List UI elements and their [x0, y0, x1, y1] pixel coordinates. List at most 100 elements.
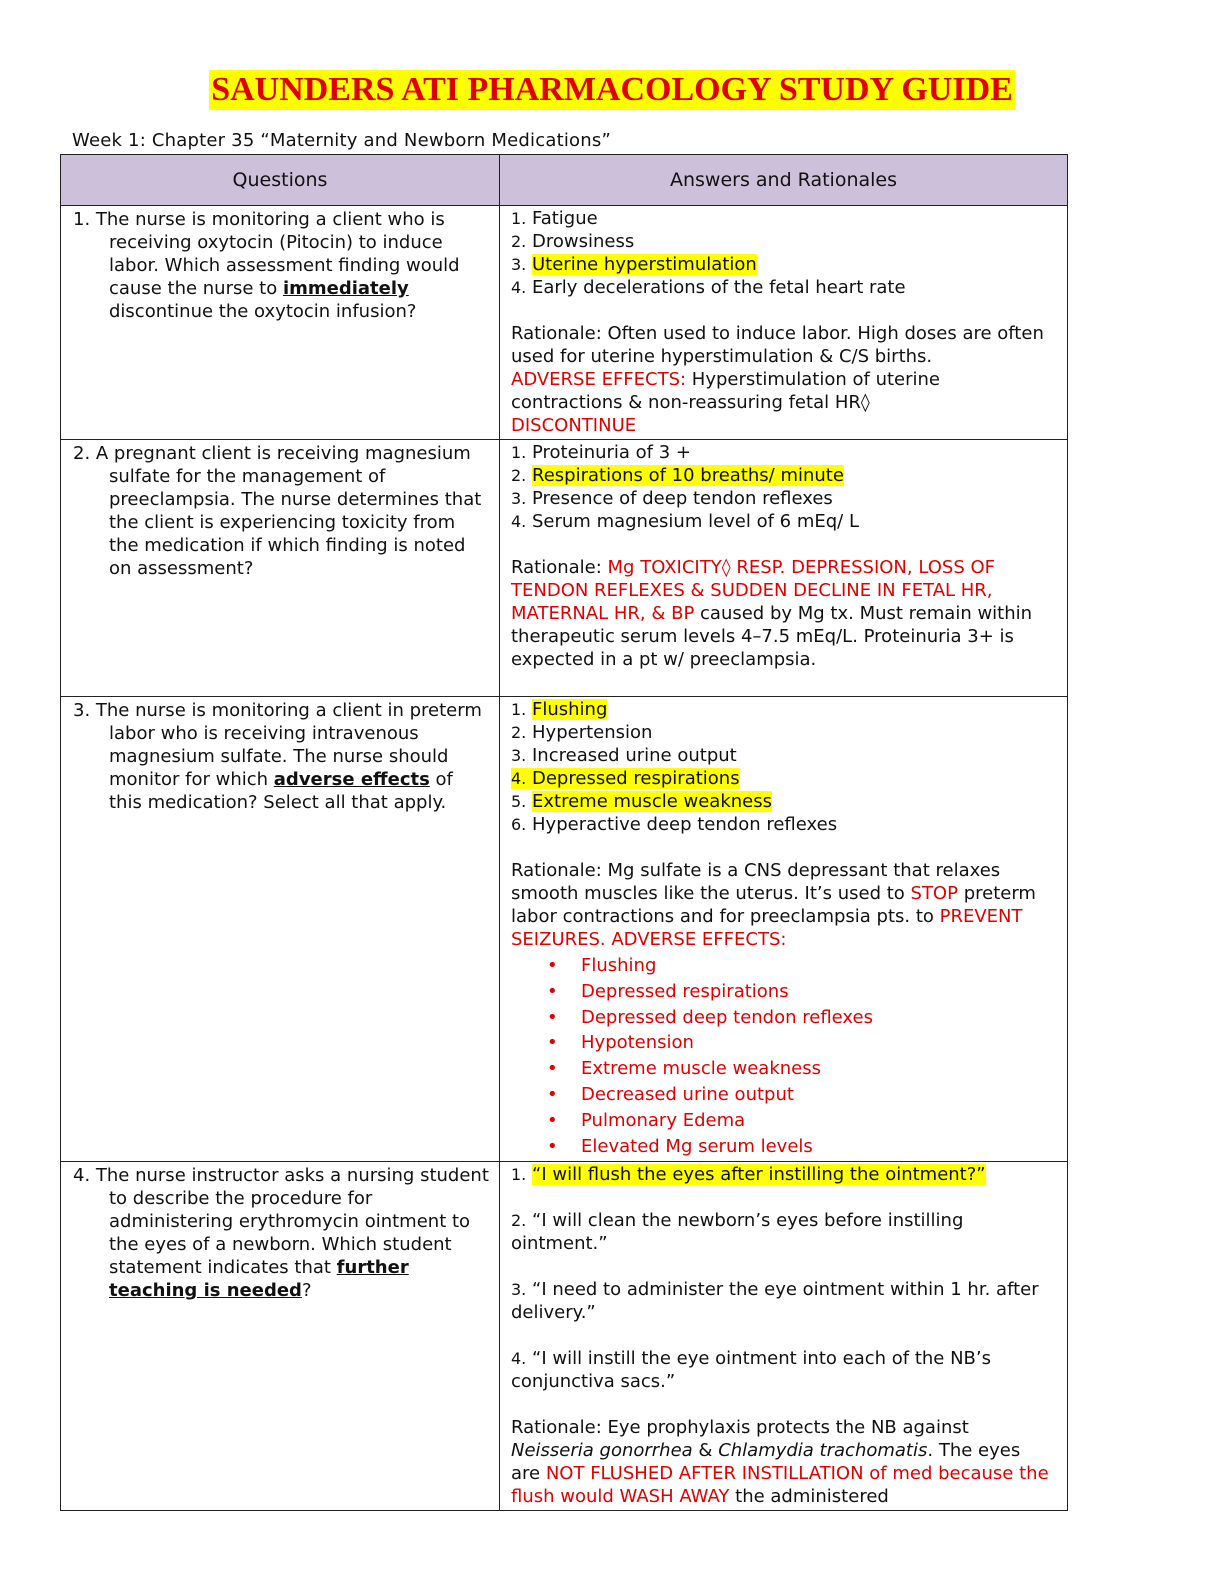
answer-option: 2. Drowsiness — [511, 231, 635, 252]
rationale-text: the administered — [729, 1486, 889, 1508]
answer-option: 6. Hyperactive deep tendon reflexes — [511, 814, 838, 835]
answer-option: 4. “I will instill the eye ointment into… — [511, 1348, 992, 1393]
list-item-text: Pulmonary Edema — [581, 1109, 746, 1131]
organism-name: Neisseria gonorrhea — [511, 1440, 693, 1462]
questions-header: Questions — [60, 154, 500, 206]
answer-option: 3. “I need to administer the eye ointmen… — [511, 1279, 1039, 1324]
option-text: Serum magnesium level of 6 mEq/ L — [532, 511, 859, 532]
title-wrap: SAUNDERS ATI PHARMACOLOGY STUDY GUIDE — [0, 70, 1224, 110]
answer-cell: 1. “I will flush the eyes after instilli… — [499, 1161, 1068, 1512]
answer-option-correct: 5. Extreme muscle weakness — [511, 791, 772, 812]
option-text: Increased urine output — [532, 745, 737, 766]
week-heading: Week 1: Chapter 35 “Maternity and Newbor… — [72, 130, 611, 151]
table-row: 2. A pregnant client is receiving magnes… — [60, 439, 1068, 697]
adverse-effects-label: ADVERSE EFFECTS: — [511, 369, 687, 390]
option-text: Presence of deep tendon reflexes — [532, 488, 833, 509]
option-text: Proteinuria of 3 + — [532, 442, 691, 463]
answer-option: 3. Presence of deep tendon reflexes — [511, 488, 833, 509]
list-item: •Decreased urine output — [547, 1083, 794, 1105]
rationale-text: Rationale: Often used to induce labor. H… — [511, 323, 1044, 367]
answer-option: 4. Early decelerations of the fetal hear… — [511, 277, 906, 298]
list-item-text: Hypotension — [581, 1032, 694, 1054]
list-item-text: Extreme muscle weakness — [581, 1058, 821, 1080]
option-text: Hyperactive deep tendon reflexes — [532, 814, 838, 835]
header-row: Questions Answers and Rationales — [60, 154, 1068, 206]
answer-option-correct: 2. Respirations of 10 breaths/ minute — [511, 465, 844, 486]
study-table: Questions Answers and Rationales 1. The … — [60, 154, 1068, 1512]
answer-cell: 1. Fatigue 2. Drowsiness 3. Uterine hype… — [499, 205, 1068, 440]
question-text: 4. The nurse instructor asks a nursing s… — [73, 1164, 489, 1302]
question-text-part: 3. The nurse is monitoring a client in p… — [73, 700, 482, 790]
table-row: 1. The nurse is monitoring a client who … — [60, 205, 1068, 440]
answer-option: 4. Serum magnesium level of 6 mEq/ L — [511, 511, 859, 532]
question-text: 1. The nurse is monitoring a client who … — [73, 208, 489, 323]
rationale: Rationale: Mg TOXICITY◊ RESP. DEPRESSION… — [511, 556, 1055, 671]
rationale-text: . The eyes are — [511, 1440, 1021, 1485]
question-cell: 3. The nurse is monitoring a client in p… — [60, 695, 500, 1163]
question-text-part: of this medication? Select all that appl… — [109, 769, 453, 813]
discontinue-text: DISCONTINUE — [511, 415, 637, 436]
answer-option: 1. Fatigue — [511, 208, 598, 229]
answer-option: 2. Hypertension — [511, 722, 653, 743]
answer-option: 1. Proteinuria of 3 + — [511, 442, 691, 463]
question-text-part: discontinue the oxytocin infusion? — [109, 301, 417, 322]
list-item-text: Flushing — [581, 955, 657, 976]
page-title: SAUNDERS ATI PHARMACOLOGY STUDY GUIDE — [209, 70, 1015, 110]
answer-option-correct: 4. Depressed respirations — [511, 768, 740, 789]
organism-name: Chlamydia trachomatis — [718, 1440, 928, 1462]
rationale-label: Rationale: — [511, 557, 608, 578]
rationale: Rationale: Often used to induce labor. H… — [511, 322, 1055, 437]
question-cell: 1. The nurse is monitoring a client who … — [60, 205, 500, 440]
list-item-text: Depressed deep tendon reflexes — [581, 1006, 873, 1028]
question-cell: 2. A pregnant client is receiving magnes… — [60, 439, 500, 697]
rationale-text: Hyperstimulation of uterine contractions… — [511, 369, 940, 413]
table-row: 3. The nurse is monitoring a client in p… — [60, 695, 1068, 1163]
option-text-highlighted: Extreme muscle weakness — [532, 791, 772, 812]
option-text: Drowsiness — [532, 231, 635, 252]
rationale-text: & — [692, 1440, 719, 1462]
answer-cell: 1. Flushing 2. Hypertension 3. Increased… — [499, 695, 1068, 1163]
option-text-highlighted: Uterine hyperstimulation — [532, 254, 757, 275]
question-text: 2. A pregnant client is receiving magnes… — [73, 443, 482, 579]
question-text-part: 1. The nurse is monitoring a client who … — [73, 209, 460, 299]
list-item: •Flushing — [547, 955, 657, 976]
option-text: “I will instill the eye ointment into ea… — [511, 1348, 992, 1393]
list-item: •Elevated Mg serum levels — [547, 1135, 813, 1157]
option-text-highlighted: Depressed respirations — [532, 768, 740, 789]
option-text: Early decelerations of the fetal heart r… — [532, 277, 906, 298]
table-row: 4. The nurse instructor asks a nursing s… — [60, 1161, 1068, 1512]
rationale-red-text: Mg TOXICITY◊ RESP. DEPRESSION, LOSS OF T… — [511, 557, 995, 624]
rationale-text: Rationale: Eye prophylaxis protects the … — [511, 1417, 969, 1439]
prevent-seizures-text: PREVENT SEIZURES. ADVERSE EFFECTS: — [511, 906, 1023, 950]
list-item-text: Depressed respirations — [581, 980, 789, 1002]
list-item: •Extreme muscle weakness — [547, 1058, 821, 1080]
answer-option-correct: 3. Uterine hyperstimulation — [511, 254, 757, 275]
stop-text: STOP — [910, 883, 958, 904]
option-text: Hypertension — [532, 722, 653, 743]
emphasis-text: further teaching is needed — [109, 1257, 409, 1302]
answers-header: Answers and Rationales — [499, 154, 1068, 206]
list-item-text: Decreased urine output — [581, 1083, 794, 1105]
rationale: Rationale: Eye prophylaxis protects the … — [511, 1416, 1055, 1508]
answer-option: 3. Increased urine output — [511, 745, 737, 766]
question-text-part: 4. The nurse instructor asks a nursing s… — [73, 1165, 489, 1279]
rationale-red-text: NOT FLUSHED AFTER INSTILLATION of med be… — [511, 1463, 1049, 1508]
option-text: “I will clean the newborn’s eyes before … — [511, 1210, 964, 1255]
list-item: •Hypotension — [547, 1032, 694, 1054]
list-item: •Pulmonary Edema — [547, 1109, 746, 1131]
emphasis-text: adverse effects — [273, 769, 430, 790]
option-text-highlighted: Flushing — [532, 699, 608, 720]
emphasis-text: immediately — [282, 278, 409, 299]
rationale-text: preterm labor contractions and for preec… — [511, 883, 1036, 927]
option-text: “I need to administer the eye ointment w… — [511, 1279, 1039, 1324]
list-item-text: Elevated Mg serum levels — [581, 1135, 813, 1157]
answer-option: 2. “I will clean the newborn’s eyes befo… — [511, 1210, 964, 1255]
adverse-effects-list: •Flushing •Depressed respirations •Depre… — [511, 953, 1055, 1159]
answer-cell: 1. Proteinuria of 3 + 2. Respirations of… — [499, 439, 1068, 697]
option-text: Fatigue — [532, 208, 598, 229]
question-text-part: ? — [301, 1280, 312, 1302]
answer-option-correct: 1. “I will flush the eyes after instilli… — [511, 1164, 986, 1186]
question-cell: 4. The nurse instructor asks a nursing s… — [60, 1161, 500, 1512]
rationale-text: Rationale: Mg sulfate is a CNS depressan… — [511, 860, 1001, 904]
rationale: Rationale: Mg sulfate is a CNS depressan… — [511, 859, 1055, 951]
